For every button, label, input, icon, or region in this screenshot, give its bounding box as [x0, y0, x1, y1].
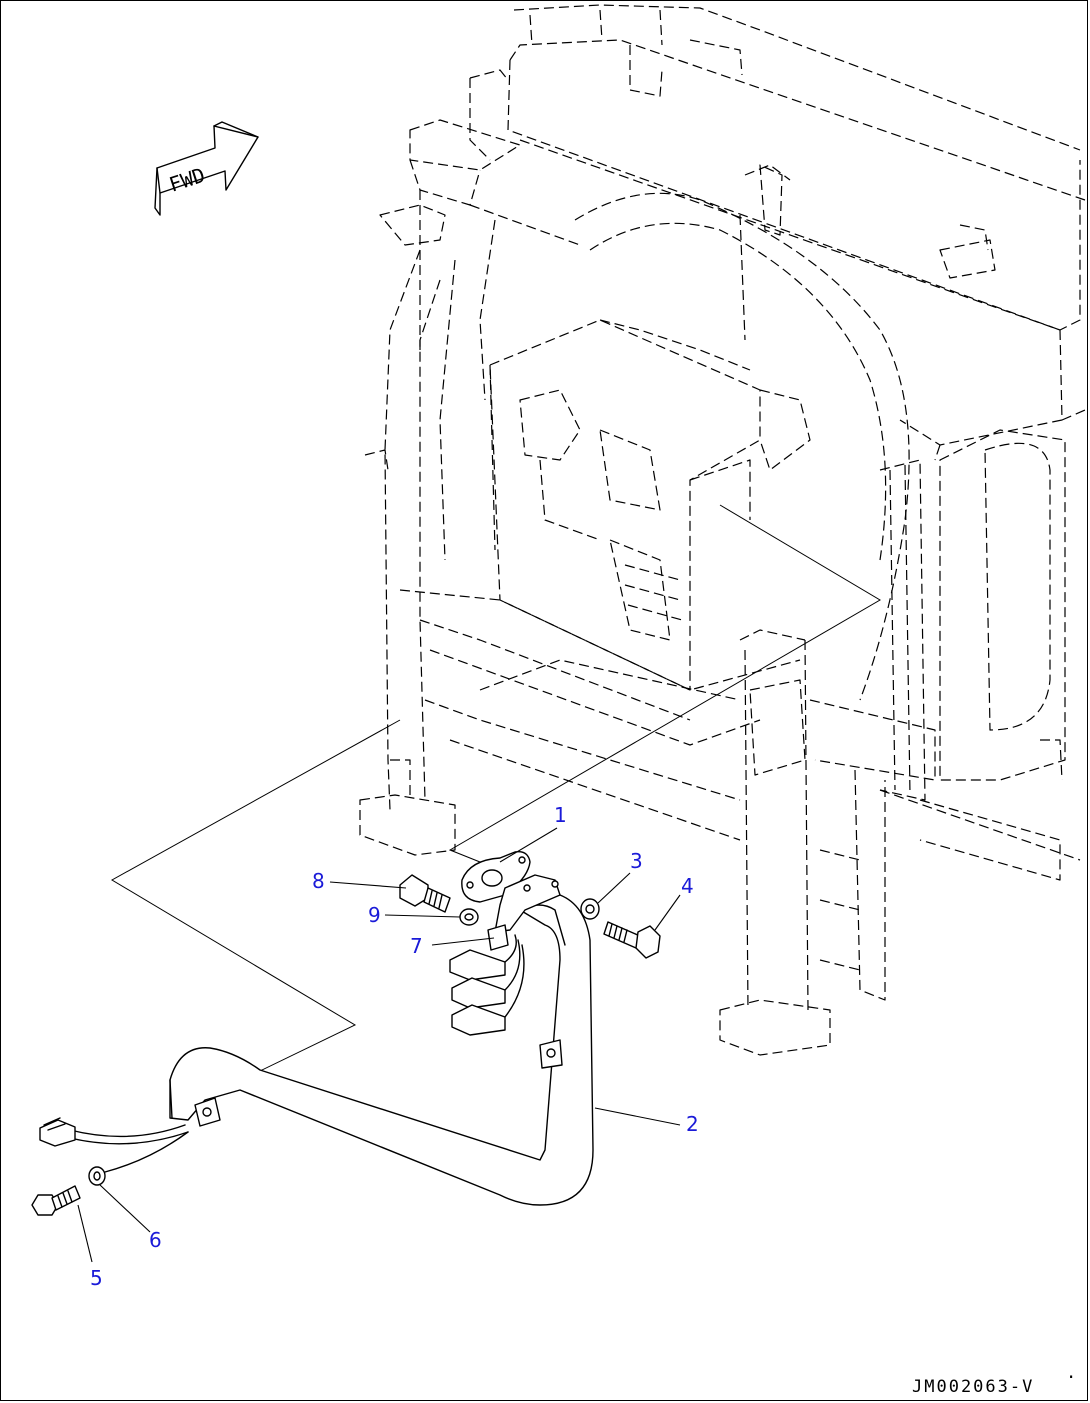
callout-labels: 1 2 3 4 5 6 7 8 9	[90, 803, 699, 1290]
callout-9: 9	[368, 903, 381, 927]
callout-5: 5	[90, 1266, 103, 1290]
fwd-label: FWD	[166, 163, 208, 197]
part-8-bolt	[399, 874, 451, 913]
machine-frame-outline	[359, 4, 1086, 1056]
callout-4: 4	[681, 874, 694, 898]
part-1-plate	[461, 851, 531, 903]
part-5-bolt	[31, 1185, 81, 1216]
fwd-arrow-icon: FWD	[154, 121, 259, 216]
callout-6: 6	[149, 1228, 162, 1252]
part-4-bolt	[603, 921, 661, 959]
drawing-mark: .	[1066, 1363, 1078, 1383]
part-2-tube	[169, 893, 594, 1206]
part-3-washer	[580, 898, 600, 920]
drawing-code: JM002063-V	[912, 1377, 1034, 1397]
part-7-clamp	[449, 874, 561, 1036]
wire-harness	[39, 1117, 189, 1173]
part-6-washer	[88, 1166, 106, 1186]
callout-3: 3	[630, 849, 643, 873]
assembly-guide-lines	[110, 504, 881, 1101]
callout-2: 2	[686, 1112, 699, 1136]
callout-1: 1	[554, 803, 567, 827]
leader-lines	[77, 827, 681, 1263]
part-9-washer	[459, 908, 479, 926]
callout-7: 7	[410, 934, 423, 958]
callout-8: 8	[312, 869, 325, 893]
